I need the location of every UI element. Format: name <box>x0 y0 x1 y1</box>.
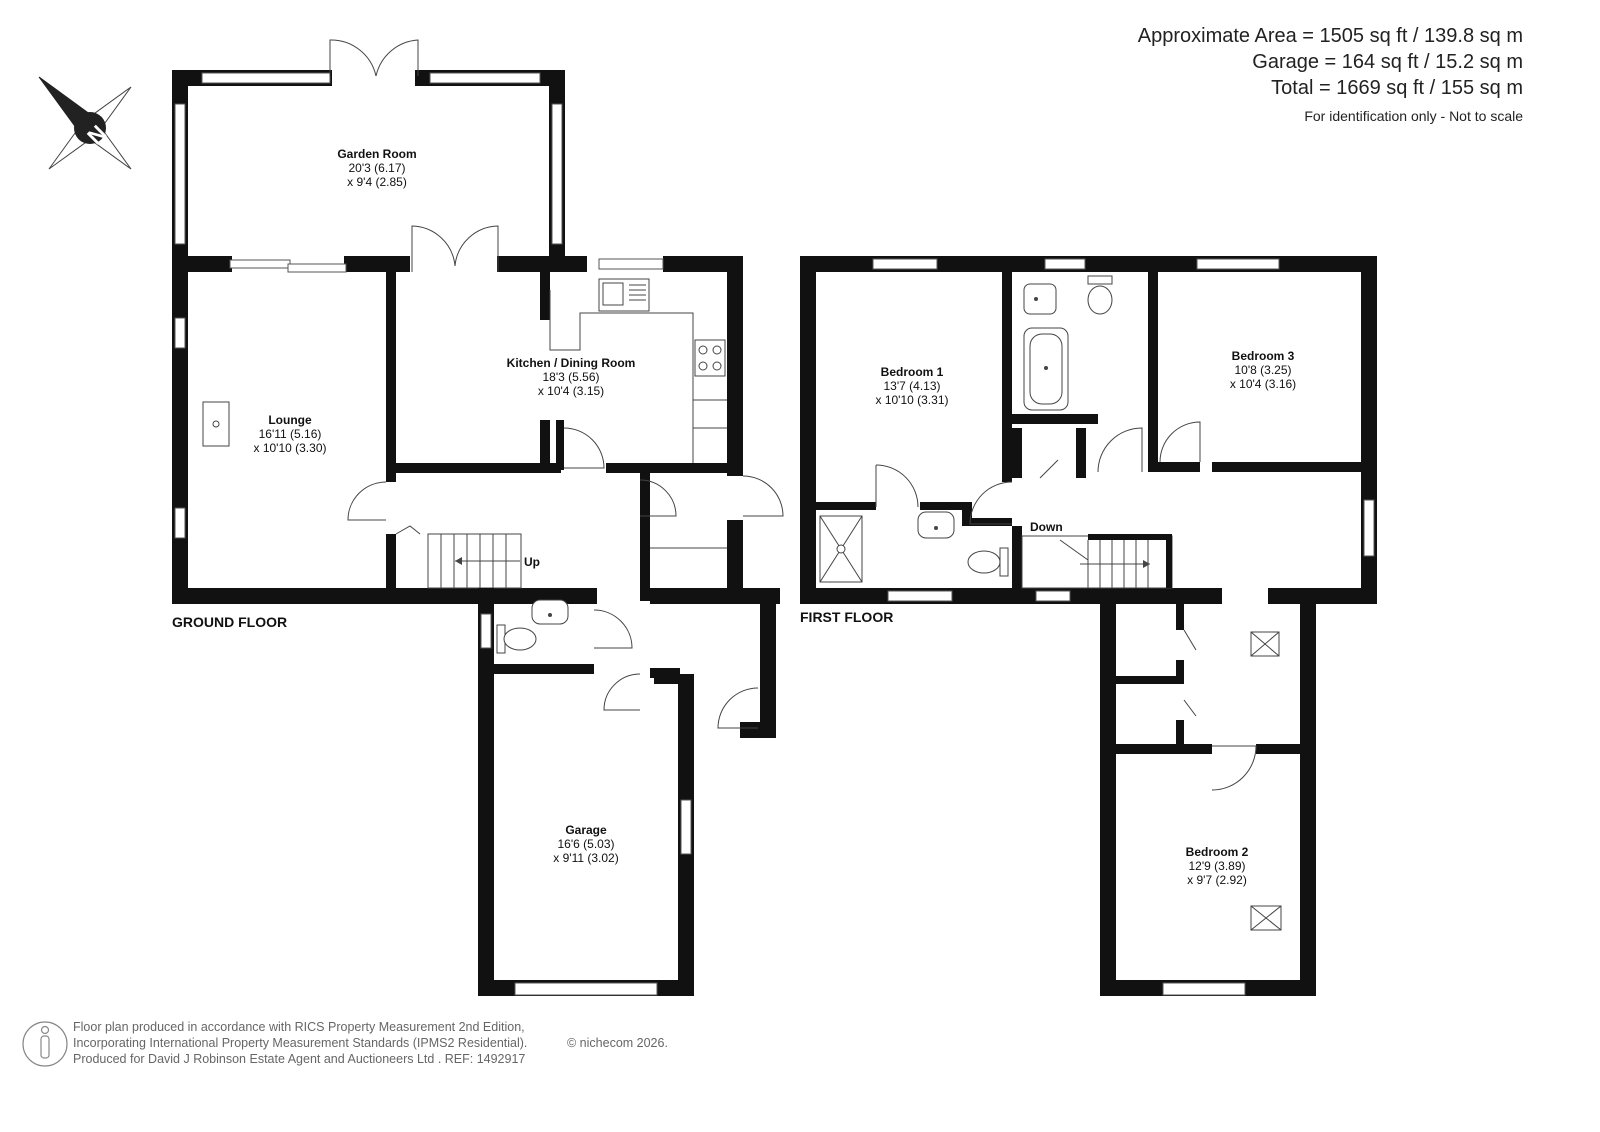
total-area: Total = 1669 sq ft / 155 sq m <box>1271 77 1523 99</box>
bedroom1-name: Bedroom 1 <box>881 365 944 379</box>
footer-line-2: Incorporating International Property Mea… <box>73 1036 527 1050</box>
bedroom1-dim2: x 10'10 (3.31) <box>875 393 948 407</box>
kitchen-name: Kitchen / Dining Room <box>507 356 636 370</box>
room-kitchen: Kitchen / Dining Room 18'3 (5.56) x 10'4… <box>507 356 636 398</box>
garage-area: Garage = 164 sq ft / 15.2 sq m <box>1252 51 1523 73</box>
stairs-up <box>395 525 522 589</box>
bedroom1-dim1: 13'7 (4.13) <box>884 379 941 393</box>
room-bedroom-3: Bedroom 3 10'8 (3.25) x 10'4 (3.16) <box>1230 349 1296 391</box>
lounge-dim2: x 10'10 (3.30) <box>253 441 326 455</box>
bedroom3-name: Bedroom 3 <box>1232 349 1295 363</box>
garage-name: Garage <box>565 823 607 837</box>
first-floor-plan <box>800 256 1377 996</box>
bedroom3-dim2: x 10'4 (3.16) <box>1230 377 1296 391</box>
bedroom2-dim1: 12'9 (3.89) <box>1189 859 1246 873</box>
footer-line-1: Floor plan produced in accordance with R… <box>73 1020 525 1034</box>
garage-dim1: 16'6 (5.03) <box>558 837 615 851</box>
room-garden-room: Garden Room 20'3 (6.17) x 9'4 (2.85) <box>337 147 416 189</box>
lounge-name: Lounge <box>268 413 312 427</box>
stairs-down-label: Down <box>1030 520 1063 534</box>
kitchen-dim2: x 10'4 (3.15) <box>538 384 604 398</box>
garden-room-name: Garden Room <box>337 147 416 161</box>
first-floor-label: FIRST FLOOR <box>800 609 893 625</box>
ground-floor-plan <box>172 39 784 996</box>
stairs-down <box>1021 534 1173 589</box>
person-scale-icon <box>22 1021 68 1067</box>
room-bedroom-2: Bedroom 2 12'9 (3.89) x 9'7 (2.92) <box>1186 845 1249 887</box>
stairs-up-label: Up <box>524 555 540 569</box>
scale-note: For identification only - Not to scale <box>1304 108 1523 124</box>
kitchen-dim1: 18'3 (5.56) <box>543 370 600 384</box>
room-garage: Garage 16'6 (5.03) x 9'11 (3.02) <box>553 823 618 865</box>
bedroom2-name: Bedroom 2 <box>1186 845 1249 859</box>
bedroom3-dim1: 10'8 (3.25) <box>1235 363 1292 377</box>
room-lounge: Lounge 16'11 (5.16) x 10'10 (3.30) <box>253 413 326 455</box>
room-bedroom-1: Bedroom 1 13'7 (4.13) x 10'10 (3.31) <box>875 365 948 407</box>
bedroom2-dim2: x 9'7 (2.92) <box>1187 873 1247 887</box>
ground-floor-label: GROUND FLOOR <box>172 614 287 630</box>
footer-line-3: Produced for David J Robinson Estate Age… <box>73 1052 525 1066</box>
approximate-area: Approximate Area = 1505 sq ft / 139.8 sq… <box>1138 25 1523 47</box>
footer-brand: © nichecom 2026. <box>567 1036 668 1050</box>
compass-rose-icon <box>38 76 132 170</box>
garden-room-dim1: 20'3 (6.17) <box>349 161 406 175</box>
garage-dim2: x 9'11 (3.02) <box>553 851 618 865</box>
garden-room-dim2: x 9'4 (2.85) <box>347 175 407 189</box>
lounge-dim1: 16'11 (5.16) <box>259 427 322 441</box>
area-summary: Approximate Area = 1505 sq ft / 139.8 sq… <box>1138 25 1523 124</box>
